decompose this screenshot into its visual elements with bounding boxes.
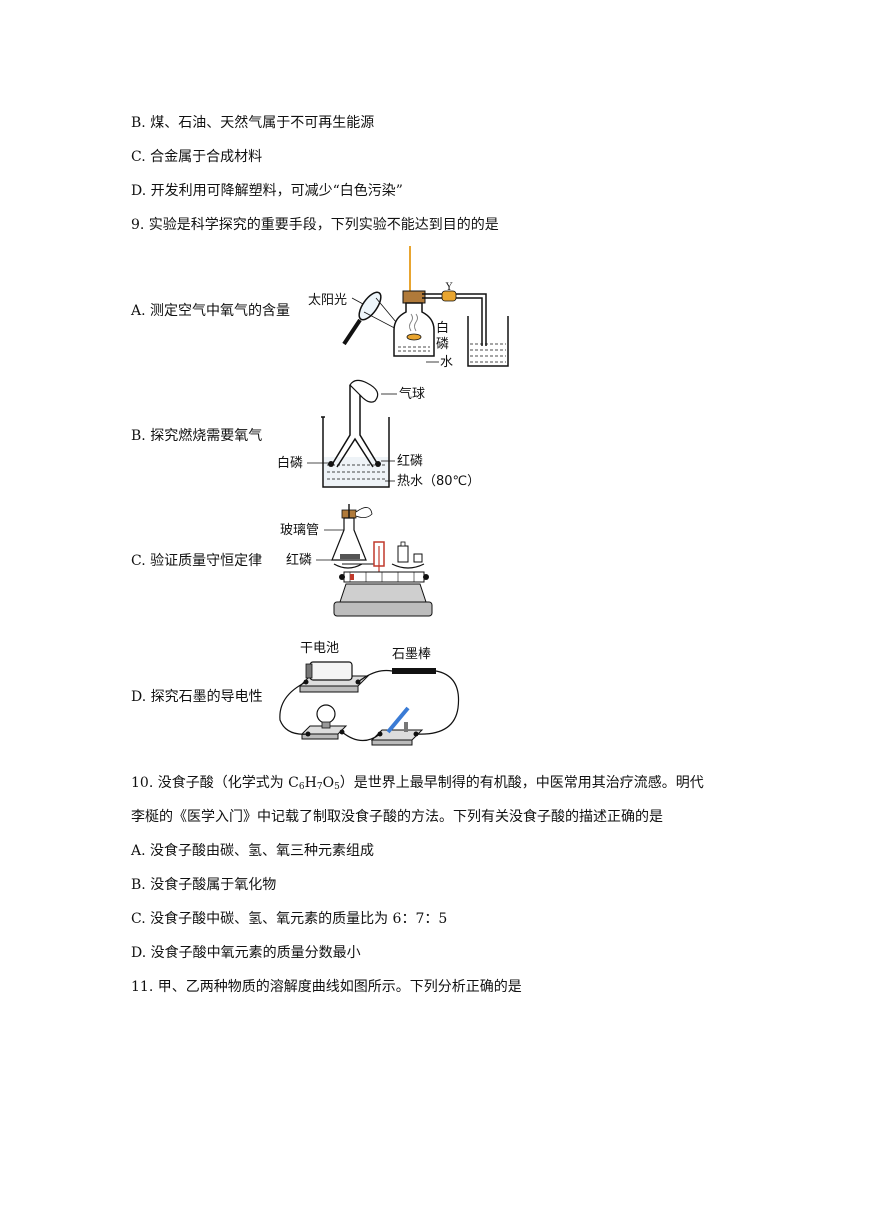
label-dry-battery: 干电池 [300, 641, 339, 656]
formula-h: H [304, 775, 317, 791]
q9-option-c: C. 验证质量守恒定律 [131, 553, 263, 569]
formula-sub-c: 6 [298, 782, 305, 792]
q9-option-b: B. 探究燃烧需要氧气 [131, 428, 263, 444]
label-graphite-rod: 石墨棒 [392, 647, 431, 662]
q9-stem: 9. 实验是科学探究的重要手段，下列实验不能达到目的的是 [131, 217, 499, 233]
figure-graphite-conductivity: 干电池 石墨棒 [276, 636, 462, 756]
q10-option-b: B. 没食子酸属于氧化物 [131, 877, 277, 893]
q10-option-d: D. 没食子酸中氧元素的质量分数最小 [131, 945, 361, 961]
label-red-phosphorus: 红磷 [397, 453, 423, 469]
label-hot-water: 热水（80℃） [397, 474, 480, 489]
q8-option-c: C. 合金属于合成材料 [131, 149, 263, 165]
label-white-p2: 磷 [436, 337, 449, 352]
figure-mass-conservation: 玻璃管 红磷 [280, 502, 450, 624]
q10-option-c: C. 没食子酸中碳、氢、氧元素的质量比为 6：7：5 [131, 911, 448, 927]
figure-oxygen-measurement: 太阳光 白 磷 水 Y [308, 246, 513, 374]
label-water: 水 [440, 355, 453, 370]
q10-option-a: A. 没食子酸由碳、氢、氧三种元素组成 [131, 843, 375, 859]
q10-stem-line2: 李梴的《医学入门》中记载了制取没食子酸的方法。下列有关没食子酸的描述正确的是 [131, 809, 663, 825]
q9-option-a: A. 测定空气中氧气的含量 [131, 303, 291, 319]
formula-o: O [322, 775, 335, 791]
q8-option-b: B. 煤、石油、天然气属于不可再生能源 [131, 115, 375, 131]
label-balloon: 气球 [399, 386, 425, 402]
formula-sub-h: 7 [316, 782, 323, 792]
label-white-p1: 白 [436, 320, 449, 336]
q10-stem-line1: 10. 没食子酸（化学式为 C6H7O5）是世界上最早制得的有机酸，中医常用其治… [131, 774, 704, 796]
label-sunlight: 太阳光 [308, 293, 347, 308]
q8-option-d: D. 开发利用可降解塑料，可减少“白色污染” [131, 183, 403, 199]
q11-stem: 11. 甲、乙两种物质的溶解度曲线如图所示。下列分析正确的是 [131, 979, 522, 995]
q10-stem-pre: 10. 没食子酸（化学式为 C [131, 775, 299, 791]
label-glass-tube: 玻璃管 [280, 523, 319, 538]
q10-stem-post: ）是世界上最早制得的有机酸，中医常用其治疗流感。明代 [339, 775, 704, 791]
formula-sub-o: 5 [334, 782, 340, 792]
label-red-phosphorus-c: 红磷 [286, 552, 312, 568]
svg-text:Y: Y [445, 282, 453, 293]
q9-option-d: D. 探究石墨的导电性 [131, 689, 263, 705]
label-white-phosphorus: 白磷 [277, 455, 303, 471]
figure-combustion-oxygen: 气球 白磷 红磷 热水（80℃） [277, 377, 482, 495]
